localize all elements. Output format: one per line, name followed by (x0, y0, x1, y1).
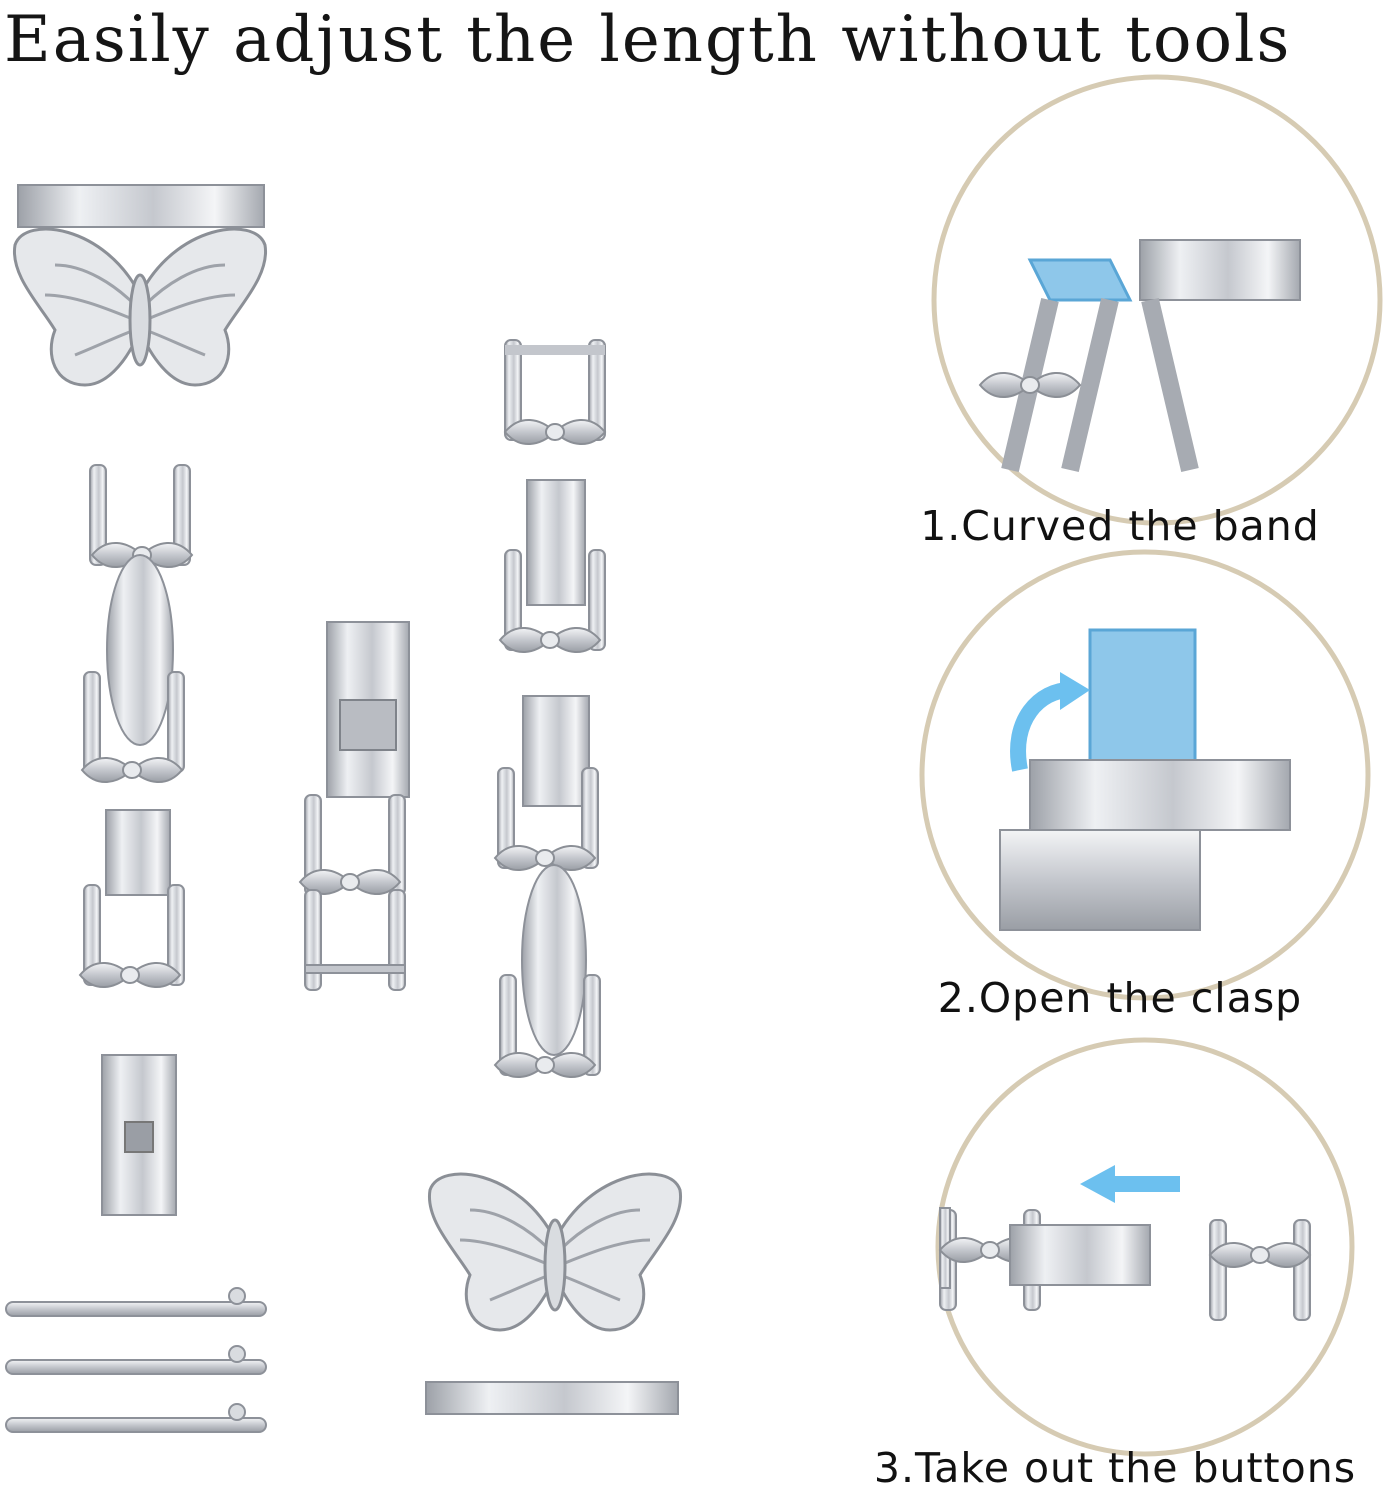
step-3-circle (935, 1037, 1355, 1457)
step-2-label: 2.Open the clasp (937, 974, 1303, 1022)
left-band-segment (12, 184, 268, 1216)
headline: Easily adjust the length without tools (4, 3, 1292, 77)
left-arrow-icon (1080, 1165, 1180, 1203)
right-band-segment (425, 339, 683, 1415)
step-1-circle (931, 74, 1383, 526)
spring-bars (5, 1287, 267, 1433)
step-1-label: 1.Curved the band (920, 502, 1320, 550)
highlight-shape (1088, 628, 1197, 782)
step-2-circle (919, 549, 1371, 1001)
step-3-label: 3.Take out the buttons (873, 1444, 1357, 1492)
spare-link (299, 621, 410, 991)
highlight-shape (1027, 258, 1133, 302)
